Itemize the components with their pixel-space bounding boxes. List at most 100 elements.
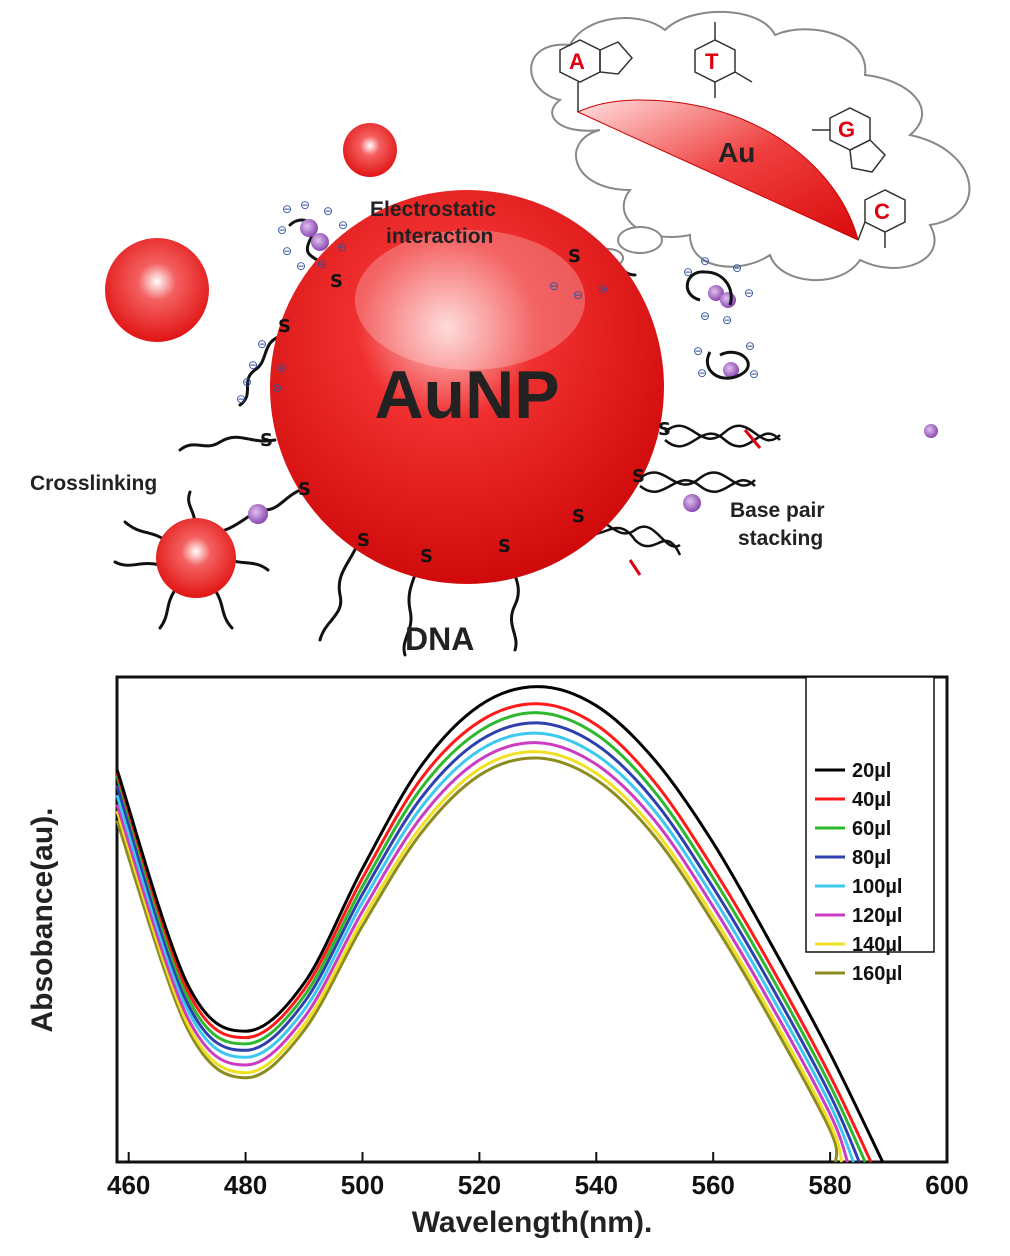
- legend-label-4: 100µl: [852, 876, 902, 898]
- svg-text:S: S: [357, 530, 370, 551]
- svg-text:⊖: ⊖: [296, 259, 306, 273]
- svg-text:⊖: ⊖: [732, 261, 742, 275]
- svg-text:⊖: ⊖: [745, 339, 755, 353]
- helix-break-1: [743, 429, 762, 449]
- aunp-dna-diagram: Au A T G C: [30, 10, 971, 657]
- svg-text:⊖: ⊖: [282, 202, 292, 216]
- svg-text:⊖: ⊖: [277, 223, 287, 237]
- series-line-4: [115, 731, 855, 1163]
- small-aunp-top: [343, 123, 397, 177]
- electrostatic-label-line1: Electrostatic: [370, 198, 496, 221]
- x-tick-label-5: 560: [692, 1170, 735, 1200]
- legend: 20µl 40µl 60µl 80µl 100µl 120µl 140µl 160µl: [815, 760, 902, 985]
- legend-label-0: 20µl: [852, 760, 891, 782]
- legend-label-1: 40µl: [852, 789, 891, 811]
- x-tick-label-7: 600: [925, 1170, 968, 1200]
- base-pair-label-line2: stacking: [738, 527, 823, 550]
- svg-text:⊖: ⊖: [700, 254, 710, 268]
- svg-text:S: S: [498, 536, 511, 557]
- svg-text:⊖: ⊖: [683, 265, 693, 279]
- series-line-1: [115, 702, 873, 1163]
- base-guanine: G: [812, 107, 886, 173]
- svg-text:⊖: ⊖: [749, 367, 759, 381]
- legend-box: [805, 676, 935, 953]
- svg-text:⊖: ⊖: [573, 288, 583, 302]
- svg-text:⊖: ⊖: [337, 240, 347, 254]
- x-tick-label-6: 580: [808, 1170, 851, 1200]
- svg-text:S: S: [298, 479, 311, 500]
- crosslink-sphere: [156, 518, 236, 598]
- electrostatic-label-line2: interaction: [386, 225, 493, 248]
- base-adenine: A: [559, 39, 633, 112]
- x-axis-ticks: 460 480 500 520 540 560 580 600: [107, 1152, 969, 1200]
- thiol-labels: S S S S S S S S S S S: [260, 246, 671, 567]
- svg-text:⊖: ⊖: [338, 218, 348, 232]
- svg-text:⊖: ⊖: [248, 358, 258, 372]
- series-line-2: [115, 711, 867, 1163]
- au-half-sphere: [576, 99, 859, 241]
- base-pair-label-line1: Base pair: [730, 499, 825, 522]
- svg-text:⊖: ⊖: [236, 392, 246, 406]
- hairpin-loops: [685, 270, 750, 380]
- base-cytosine: C: [857, 189, 906, 248]
- purple-ions: [248, 219, 938, 524]
- svg-text:S: S: [568, 246, 581, 267]
- x-tick-label-4: 540: [575, 1170, 618, 1200]
- svg-text:S: S: [330, 271, 343, 292]
- base-label-a: A: [569, 49, 585, 74]
- svg-text:S: S: [658, 419, 671, 440]
- base-label-g: G: [838, 117, 855, 142]
- svg-text:⊖: ⊖: [744, 286, 754, 300]
- svg-text:⊖: ⊖: [242, 375, 252, 389]
- svg-text:S: S: [278, 316, 291, 337]
- svg-text:⊖: ⊖: [282, 244, 292, 258]
- helix-break-2: [628, 559, 642, 576]
- svg-text:⊖: ⊖: [277, 361, 287, 375]
- svg-text:⊖: ⊖: [300, 198, 310, 212]
- base-thymine: T: [694, 22, 753, 98]
- svg-text:S: S: [572, 506, 585, 527]
- plot-frame: [115, 675, 949, 1164]
- series-line-7: [115, 756, 839, 1163]
- svg-text:⊖: ⊖: [549, 279, 559, 293]
- series-line-3: [115, 721, 861, 1163]
- legend-label-3: 80µl: [852, 847, 891, 869]
- main-aunp-highlight: [355, 230, 585, 370]
- dna-label: DNA: [405, 621, 474, 657]
- small-aunp-left: [105, 238, 209, 342]
- svg-text:S: S: [260, 430, 273, 451]
- svg-text:⊖: ⊖: [323, 204, 333, 218]
- aunp-label: AuNP: [374, 357, 559, 433]
- svg-text:⊖: ⊖: [257, 337, 267, 351]
- svg-text:S: S: [632, 466, 645, 487]
- legend-label-2: 60µl: [852, 818, 891, 840]
- svg-text:⊖: ⊖: [272, 381, 282, 395]
- main-aunp-sphere: [270, 190, 664, 584]
- series-line-5: [115, 741, 850, 1163]
- svg-text:⊖: ⊖: [693, 344, 703, 358]
- absorbance-chart: 460 480 500 520 540 560 580 600 Wavelength(nm).…: [26, 675, 969, 1239]
- svg-text:⊖: ⊖: [317, 257, 327, 271]
- series-line-0: [115, 685, 885, 1163]
- svg-text:⊖: ⊖: [697, 366, 707, 380]
- svg-text:⊖: ⊖: [598, 282, 608, 296]
- au-label: Au: [718, 137, 755, 168]
- x-axis-title: Wavelength(nm).: [412, 1206, 653, 1239]
- legend-label-6: 140µl: [852, 934, 902, 956]
- series-line-6: [115, 750, 844, 1163]
- svg-text:⊖: ⊖: [722, 313, 732, 327]
- base-label-t: T: [705, 49, 719, 74]
- charge-symbols: ⊖⊖ ⊖⊖ ⊖⊖ ⊖⊖ ⊖ ⊖⊖ ⊖⊖ ⊖⊖ ⊖⊖ ⊖ ⊖⊖ ⊖⊖ ⊖⊖ ⊖⊖ …: [236, 198, 759, 406]
- series-lines: [115, 685, 885, 1163]
- x-tick-label-0: 460: [107, 1170, 150, 1200]
- legend-label-7: 160µl: [852, 963, 902, 985]
- base-label-c: C: [874, 199, 890, 224]
- y-axis-title: Absobance(au).: [26, 807, 59, 1032]
- svg-text:S: S: [420, 546, 433, 567]
- legend-label-5: 120µl: [852, 905, 902, 927]
- x-tick-label-2: 500: [341, 1170, 384, 1200]
- x-tick-label-3: 520: [458, 1170, 501, 1200]
- x-tick-label-1: 480: [224, 1170, 267, 1200]
- crosslinking-label: Crosslinking: [30, 472, 157, 495]
- svg-text:⊖: ⊖: [700, 309, 710, 323]
